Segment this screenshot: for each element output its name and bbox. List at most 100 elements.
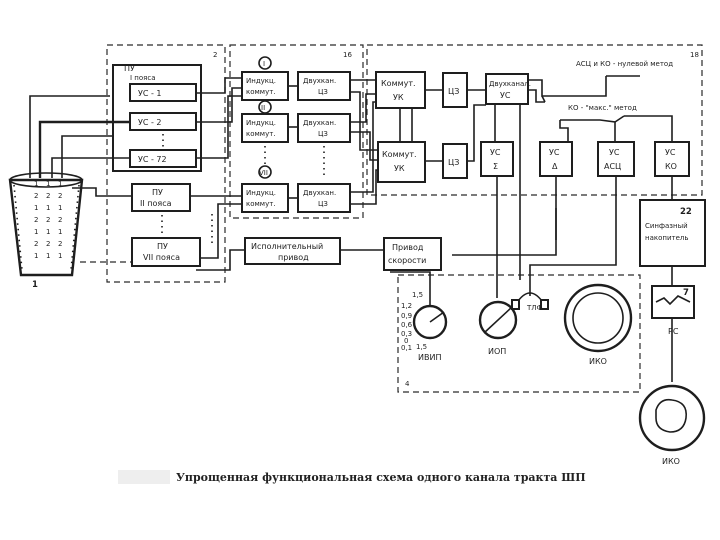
- scale-mark: 0,9: [401, 312, 412, 320]
- ako-label: ИКО: [589, 357, 607, 366]
- kommut-uk-2-l2: УК: [394, 164, 405, 173]
- dual-cz-2-l2: ЦЗ: [318, 130, 328, 138]
- ivip-label: ИВИП: [418, 353, 441, 362]
- dual-channel-us-l2: УС: [500, 91, 511, 100]
- actuator-drive: Исполнительный привод: [244, 237, 341, 265]
- note-null-method: АСЦ и КО - нулевой метод: [576, 60, 673, 68]
- belt-1-marker: I: [258, 56, 272, 70]
- us1-block: УС - 1: [129, 83, 197, 102]
- region-16: 16: [229, 44, 364, 219]
- us2-block: УС - 2: [129, 112, 197, 131]
- us72-label: УС - 72: [138, 155, 167, 164]
- dual-cz-2: Двухкан. ЦЗ: [297, 113, 351, 143]
- pu2-sub: II пояса: [140, 199, 172, 208]
- kommut-uk-2-l1: Коммут.: [382, 150, 417, 159]
- antenna-cell: 1: [46, 180, 50, 188]
- coherent-accumulator-l1: Синфазный: [645, 222, 688, 230]
- signal-lines: [29, 75, 673, 382]
- region-4-label: 4: [405, 380, 410, 388]
- caption: Упрощенная функциональная схема одного к…: [176, 471, 586, 484]
- pu7-block: ПУ VII пояса: [131, 237, 201, 267]
- region-16-label: 16: [343, 51, 352, 59]
- coherent-accumulator-l2: накопитель: [645, 234, 689, 242]
- antenna-cell: 1: [34, 204, 38, 212]
- us-delta-l2: Δ: [552, 162, 558, 171]
- antenna-cell: 2: [58, 240, 62, 248]
- antenna-cell: 1: [34, 180, 38, 188]
- pu2-title: ПУ: [152, 188, 163, 197]
- antenna-cell: 1: [34, 252, 38, 260]
- antenna-array: 1 1 1 2 2 2 1 1 1 2 2 2 1 1 1 2 2 2 1 1 …: [8, 172, 84, 290]
- ivip-indicator: 1,5 1,2 0,9 0,6 0,3 0 0,1 1,5 ИВИП: [401, 291, 448, 362]
- ako-indicator: ИКО: [563, 283, 633, 366]
- induct-commut-7-l1: Индукц.: [246, 189, 276, 197]
- coherent-accumulator: 22 Синфазный накопитель: [639, 199, 706, 267]
- region-18-label: 18: [690, 51, 699, 59]
- antenna-cell: 1: [46, 204, 50, 212]
- recorder-num: 7: [683, 288, 689, 298]
- antenna-cell: 1: [58, 180, 62, 188]
- cz-top-label: ЦЗ: [448, 87, 459, 96]
- scale-mark: 0,3: [401, 330, 412, 338]
- cz-bottom: ЦЗ: [442, 143, 468, 179]
- antenna-cell: 1: [58, 252, 62, 260]
- us-sum-l2: Σ: [493, 162, 498, 171]
- speed-drive-l1: Привод: [392, 243, 424, 252]
- antenna-cell: 1: [58, 228, 62, 236]
- pu1-title: ПУ: [124, 64, 135, 73]
- belt-1-label: I: [263, 60, 265, 68]
- us-ko-l2: КО: [665, 162, 677, 171]
- us-asc-l2: АСЦ: [604, 162, 621, 171]
- speed-drive-l2: скорости: [388, 256, 426, 265]
- dual-cz-1-l2: ЦЗ: [318, 88, 328, 96]
- region-2-label: 2: [213, 51, 217, 59]
- iko-indicator: ИКО: [638, 384, 706, 466]
- us-sum: УС Σ: [480, 141, 514, 177]
- antenna-cell: 1: [58, 204, 62, 212]
- antenna-cell: 2: [34, 240, 38, 248]
- note-max-method: КО - "макс." метод: [568, 104, 637, 112]
- scale-mark: 0,1: [401, 344, 412, 352]
- pu1-block: ПУ I пояса: [112, 64, 202, 172]
- antenna-cell: 2: [46, 192, 50, 200]
- antenna-cell: 1: [46, 228, 50, 236]
- belt-2-label: II: [261, 104, 265, 112]
- pu1-sub: I пояса: [130, 74, 156, 82]
- us-delta-l1: УС: [549, 148, 560, 157]
- dual-cz-2-l1: Двухкан.: [303, 119, 336, 127]
- scale-mark: 1,5: [412, 291, 423, 299]
- coherent-accumulator-num: 22: [680, 207, 692, 217]
- antenna-cell: 2: [34, 216, 38, 224]
- us1-label: УС - 1: [138, 89, 162, 98]
- induct-commut-2-l1: Индукц.: [246, 119, 276, 127]
- scale-mark: 1,2: [401, 302, 412, 310]
- us-asc: УС АСЦ: [597, 141, 635, 177]
- recorder-label: РС: [668, 327, 679, 336]
- region-2: 2: [106, 44, 226, 283]
- induct-commut-1-l2: коммут.: [246, 88, 276, 96]
- actuator-drive-l1: Исполнительный: [251, 242, 323, 251]
- antenna-cell: 2: [58, 216, 62, 224]
- headphones-label: ТЛФ: [526, 304, 543, 312]
- antenna-ref: 1: [32, 280, 38, 290]
- induct-commut-1-l1: Индукц.: [246, 77, 276, 85]
- antenna-cell: 2: [46, 240, 50, 248]
- cz-top: ЦЗ: [442, 72, 468, 108]
- region-18: 18: [366, 44, 703, 196]
- us-asc-l1: УС: [609, 148, 620, 157]
- induct-commut-1: Индукц. коммут.: [241, 71, 289, 101]
- actuator-drive-l2: привод: [278, 253, 309, 262]
- dual-channel-us-l1: Двухканал.: [489, 80, 531, 88]
- antenna-cell: 2: [34, 192, 38, 200]
- dual-cz-7-l1: Двухкан.: [303, 189, 336, 197]
- speed-drive: Привод скорости: [383, 237, 442, 271]
- us-ko-l1: УС: [665, 148, 676, 157]
- dual-cz-7: Двухкан. ЦЗ: [297, 183, 351, 213]
- cz-bottom-label: ЦЗ: [448, 158, 459, 167]
- induct-commut-2-l2: коммут.: [246, 130, 276, 138]
- antenna-cell: 2: [46, 216, 50, 224]
- us-delta: УС Δ: [539, 141, 573, 177]
- region-4: 4: [397, 274, 641, 393]
- iop-label: ИОП: [488, 347, 506, 356]
- us-sum-l1: УС: [490, 148, 501, 157]
